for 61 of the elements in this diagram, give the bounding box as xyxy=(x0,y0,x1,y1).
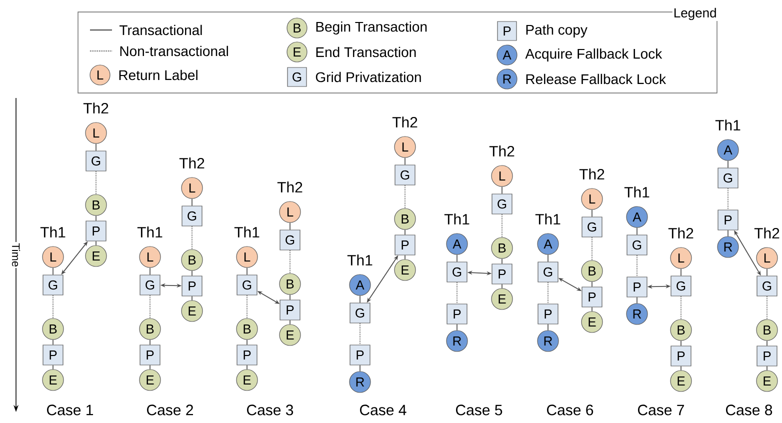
connector-line xyxy=(766,366,768,371)
thread-label: Th1 xyxy=(444,214,470,224)
legend-label: Path copy xyxy=(526,24,588,38)
case-label: Case 2 xyxy=(147,404,193,416)
legend-label: Release Fallback Lock xyxy=(526,74,666,84)
connector-line xyxy=(680,366,682,371)
legend-label: Grid Privatization xyxy=(316,72,421,82)
legend-label: Acquire Fallback Lock xyxy=(525,48,662,62)
connector-line xyxy=(766,268,768,276)
connector-line xyxy=(766,340,768,346)
connector-line xyxy=(636,296,638,304)
axis-label: Time xyxy=(10,242,22,268)
connector-line xyxy=(246,339,248,346)
connector-line xyxy=(52,339,54,346)
legend-label: Begin Transaction xyxy=(316,21,427,35)
legend-label: Non-transactional xyxy=(120,46,228,56)
thread-label: Th1 xyxy=(234,226,260,238)
connector-line xyxy=(52,294,54,319)
connector-line xyxy=(680,340,682,346)
thread-label: Th1 xyxy=(40,226,66,238)
connector-line xyxy=(52,364,54,370)
connector-line xyxy=(636,254,638,278)
legend-label: Transactional xyxy=(120,24,202,36)
thread-label: Th2 xyxy=(754,228,780,238)
connector-line xyxy=(404,229,406,236)
thread-label: Th1 xyxy=(137,226,162,238)
legend-label: Return Label xyxy=(119,70,198,80)
connector-line xyxy=(456,254,458,262)
connector-line xyxy=(456,324,458,331)
connector-line xyxy=(636,227,638,236)
thread-label: Th1 xyxy=(347,254,372,266)
case-label: Case 1 xyxy=(47,404,94,416)
thread-label: Th2 xyxy=(489,146,514,156)
thread-label: Th1 xyxy=(624,186,650,198)
connector-line xyxy=(52,267,54,276)
connector-line xyxy=(246,364,248,370)
connector-line xyxy=(680,268,682,276)
thread-label: Th2 xyxy=(668,228,694,238)
case-label: Case 3 xyxy=(247,404,294,416)
thread-label: Th2 xyxy=(579,168,604,180)
legend-title: Legend xyxy=(672,6,718,22)
case-label: Case 4 xyxy=(360,404,406,416)
case-label: Case 7 xyxy=(638,404,684,416)
case-label: Case 6 xyxy=(547,404,594,416)
case-label: Case 5 xyxy=(456,404,502,416)
thread-label: Th2 xyxy=(392,116,418,128)
connector-line xyxy=(456,282,458,304)
connector-line xyxy=(246,267,248,276)
thread-label: Th2 xyxy=(277,182,302,192)
thread-label: Th2 xyxy=(179,158,204,168)
connector-line xyxy=(766,296,768,320)
connector-line xyxy=(246,294,248,319)
case-label: Case 8 xyxy=(726,404,772,416)
connector-line xyxy=(404,254,406,260)
legend-label: End Transaction xyxy=(316,46,416,58)
thread-label: Th1 xyxy=(715,120,740,130)
connector-line xyxy=(404,157,406,166)
connector-line xyxy=(404,184,406,209)
thread-label: Th2 xyxy=(83,102,108,114)
connector-line xyxy=(680,296,682,320)
thread-label: Th1 xyxy=(535,214,560,224)
